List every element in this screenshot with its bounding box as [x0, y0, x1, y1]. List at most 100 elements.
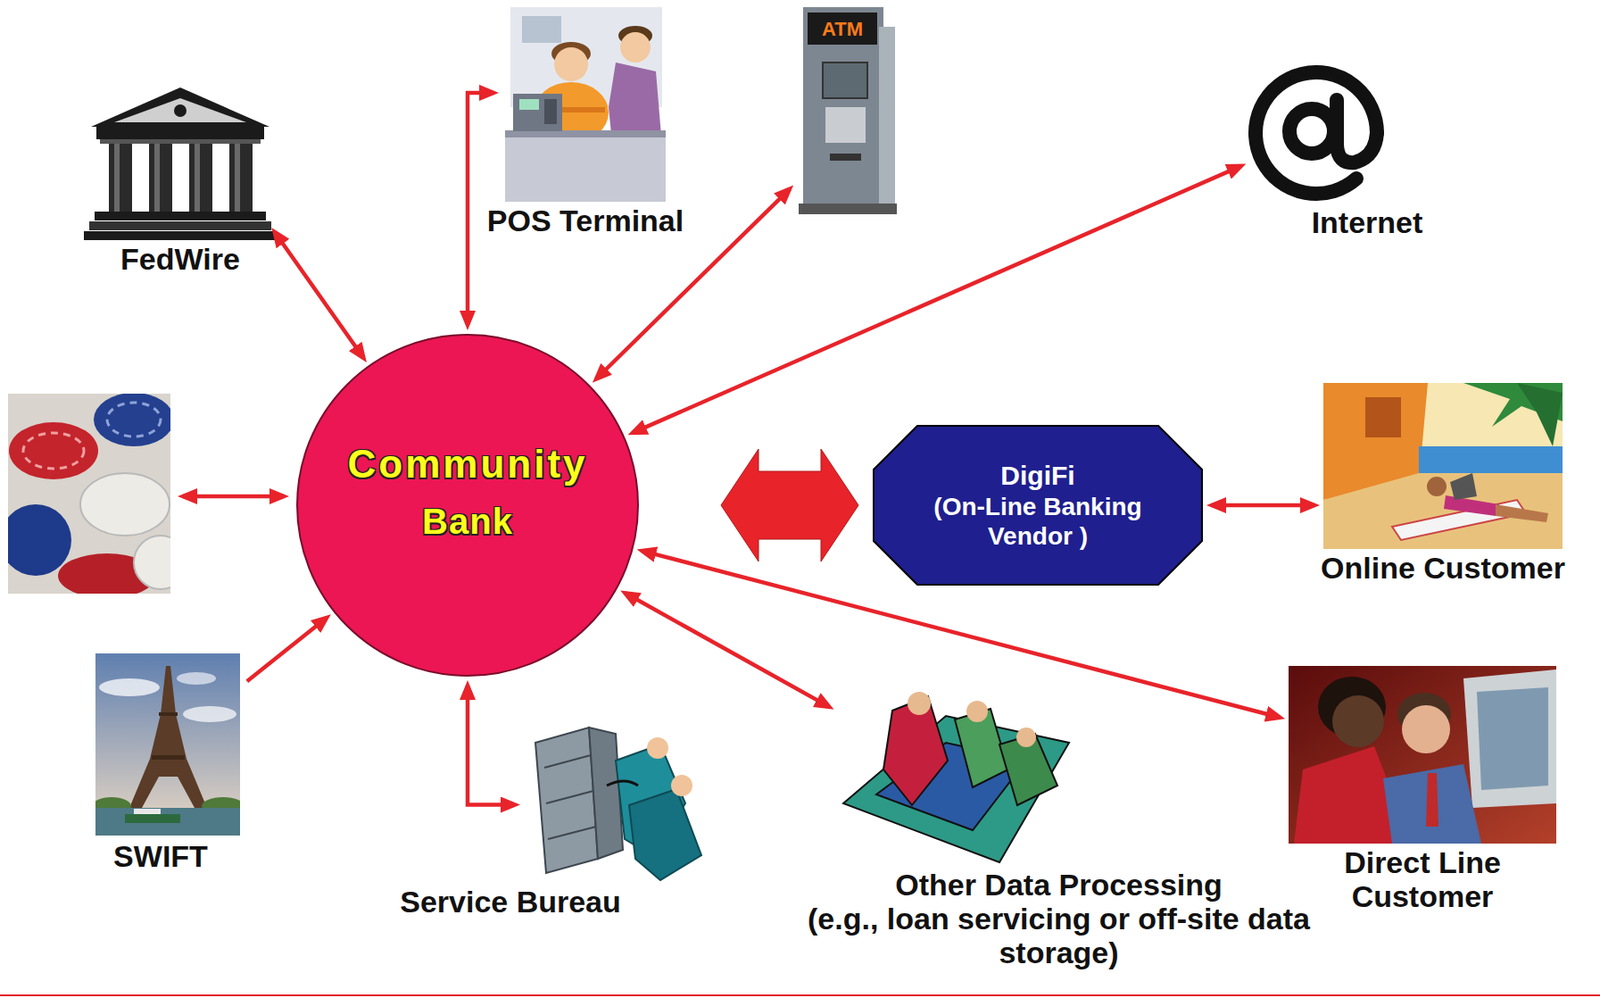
eiffel-tower-picture-part	[176, 671, 216, 685]
at-sign-icon	[1255, 72, 1377, 194]
service-bureau-illustration-part	[629, 788, 702, 880]
bank-label: Bank	[348, 500, 589, 542]
data-processing-illustration-part	[966, 700, 988, 722]
direct-line-photo-part	[1332, 695, 1385, 747]
beach-customer-illustration-part	[1517, 382, 1563, 447]
eiffel-tower-picture-part	[151, 754, 185, 760]
fedwire-building-icon-part	[114, 143, 120, 212]
poker-chips-photo	[8, 393, 171, 594]
bank-circle: CommunityBank	[296, 333, 639, 677]
octagon-shape	[873, 425, 1203, 585]
service-bureau-node: Service Bureau	[523, 726, 705, 883]
caption-group: Online Customer	[1320, 550, 1566, 585]
data-processing-illustration-part	[843, 715, 1070, 863]
beach-customer-illustration-part	[1450, 472, 1477, 500]
caption-group: Direct Line Customer	[1315, 845, 1530, 913]
fedwire-building-icon-part	[174, 104, 187, 117]
direct-line-node: Direct Line Customer	[1288, 665, 1557, 844]
service-bureau-illustration-part	[547, 826, 597, 839]
service-bureau-illustration-part	[546, 790, 594, 804]
swift-node: SWIFT	[95, 653, 241, 836]
connector-arrow	[624, 592, 830, 707]
fedwire-building-icon-part	[114, 98, 247, 123]
node-caption: Direct Line Customer	[1315, 845, 1530, 913]
direct-line-photo-part	[1425, 772, 1439, 827]
at-sign-icon-part	[1336, 99, 1377, 163]
node-caption: Online Customer	[1320, 550, 1566, 585]
data-processing-node: Other Data Processing(e.g., loan servici…	[837, 687, 1072, 866]
pos-terminal-illustration-part	[505, 130, 666, 138]
atm-node: ATM	[795, 7, 898, 215]
poker-chips-photo-part	[93, 393, 171, 447]
direct-line-photo-part	[1383, 763, 1482, 844]
eiffel-tower-picture-part	[158, 712, 178, 716]
eiffel-tower-picture-part	[95, 653, 241, 836]
fedwire-building-icon-part	[83, 231, 277, 241]
direct-line-photo-part	[1288, 665, 1557, 844]
eiffel-tower-picture-part	[182, 705, 237, 722]
pos-terminal-illustration-part	[554, 47, 589, 82]
fedwire-node: FedWire	[91, 86, 270, 241]
at-sign-icon-part	[1289, 108, 1335, 154]
pos-terminal-illustration-part	[505, 133, 666, 202]
direct-line-photo-part	[1401, 704, 1451, 754]
caption-group: Other Data Processing(e.g., loan servici…	[791, 867, 1327, 970]
eiffel-tower-picture-part	[95, 807, 241, 836]
beach-customer-illustration-part	[1418, 446, 1563, 475]
beach-customer-illustration-part	[1323, 472, 1563, 549]
pos-terminal-illustration-part	[522, 16, 562, 43]
fedwire-building-icon-part	[99, 139, 261, 144]
service-bureau-illustration	[535, 727, 702, 880]
poker-chips-photo-part	[80, 472, 170, 536]
atm-machine-illustration-part	[798, 203, 897, 215]
fedwire-building-icon-part	[234, 143, 241, 212]
poker-chips-photo-part	[107, 402, 161, 437]
node-caption: Other Data Processing	[791, 867, 1327, 902]
connector-arrow	[247, 617, 327, 681]
eiffel-tower-picture-part	[124, 813, 181, 823]
connector-arrow	[1211, 503, 1315, 508]
atm-machine-illustration-part	[829, 153, 862, 161]
pos-terminal-illustration-part	[513, 93, 563, 132]
beach-customer-illustration	[1323, 382, 1563, 549]
connector-arrow	[467, 685, 515, 805]
direct-line-photo-part	[1463, 669, 1557, 808]
atm-machine-illustration-part	[825, 107, 866, 143]
beach-customer-illustration-part	[1495, 504, 1549, 523]
fedwire-building-icon-part	[194, 143, 200, 212]
bank-label: Community	[348, 441, 589, 488]
vendor-label: (On-Line Banking Vendor )	[921, 491, 1154, 551]
service-bureau-illustration-part	[544, 754, 591, 768]
node-caption: (e.g., loan servicing or off-site data s…	[791, 901, 1327, 970]
service-bureau-illustration-part	[646, 737, 669, 759]
atm-machine-illustration	[798, 7, 897, 215]
fedwire-building-icon-part	[154, 143, 160, 212]
eiffel-tower-picture-part	[99, 678, 160, 697]
service-bureau-illustration-part	[588, 727, 623, 859]
label-group: ATM	[807, 17, 878, 42]
vendor-octagon: DigiFi(On-Line Banking Vendor )	[872, 424, 1203, 586]
poker-chips-photo-part	[8, 422, 99, 480]
atm-machine-illustration-part	[878, 26, 896, 210]
eiffel-tower-picture-part	[129, 665, 208, 808]
machine-label: ATM	[807, 17, 878, 42]
poker-chips-photo-part	[23, 432, 84, 469]
connector-arrow	[274, 232, 365, 358]
fedwire-building-icon-part	[89, 221, 272, 231]
service-bureau-illustration-part	[671, 774, 693, 796]
footer-rule	[0, 994, 1600, 996]
connector-group	[247, 92, 1315, 805]
fedwire-building-icon	[83, 87, 277, 241]
service-bureau-illustration-part	[535, 727, 598, 873]
beach-customer-illustration-part	[1365, 397, 1402, 438]
node-caption: Service Bureau	[399, 884, 622, 919]
poker-chips-photo-part	[8, 504, 72, 576]
double-arrow	[721, 448, 859, 562]
caption-group: Internet	[1311, 205, 1424, 240]
fedwire-building-icon-part	[149, 143, 173, 212]
label-group: DigiFi(On-Line Banking Vendor )	[921, 459, 1154, 550]
vendor-label: DigiFi	[921, 459, 1154, 491]
direct-line-photo-part	[1476, 687, 1549, 790]
caption-group: FedWire	[120, 241, 241, 276]
poker-chips-photo-part	[133, 535, 171, 589]
